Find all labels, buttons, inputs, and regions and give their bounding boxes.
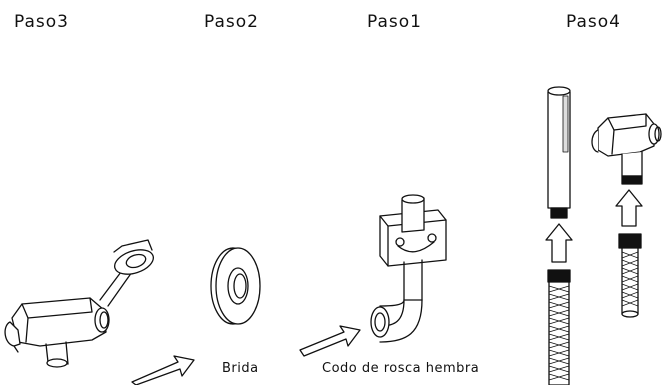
flange-label: Brida (222, 361, 259, 376)
up-arrow-right-icon (615, 189, 643, 227)
step2-title: Paso2 (204, 12, 259, 32)
step4-title: Paso4 (566, 12, 621, 32)
step4-holder-illustration (591, 113, 662, 185)
hose-end-illustration (618, 233, 642, 318)
step3-holder-assembly-illustration (4, 239, 154, 368)
elbow-label: Codo de rosca hembra (322, 361, 480, 376)
step1-title: Paso1 (367, 12, 422, 32)
step3-title: Paso3 (14, 12, 69, 32)
arrow-to-step3-icon (131, 355, 195, 385)
elbow-bracket-illustration (370, 194, 447, 343)
flange-illustration (210, 247, 261, 325)
up-arrow-icon (545, 223, 573, 263)
shower-hose-illustration (547, 269, 571, 385)
hand-shower-illustration (547, 86, 571, 219)
arrow-to-step2-icon (299, 325, 361, 357)
